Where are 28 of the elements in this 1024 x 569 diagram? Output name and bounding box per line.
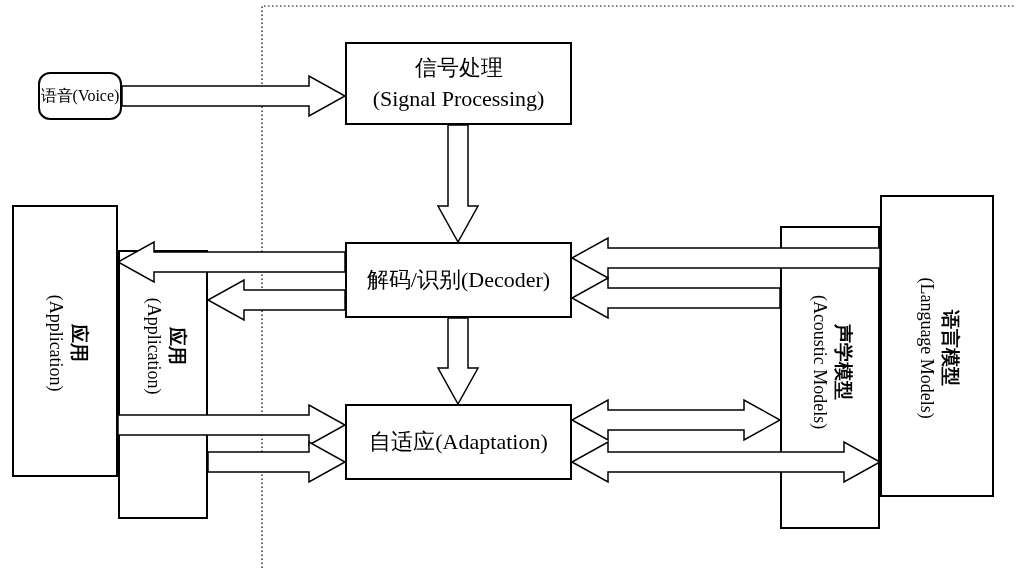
block-arrow bbox=[436, 124, 480, 244]
model-box bbox=[12, 205, 118, 477]
node-label: 语言模型 bbox=[939, 310, 963, 386]
node-label: (Application) bbox=[44, 294, 67, 392]
block-arrow bbox=[570, 236, 881, 280]
input-terminal bbox=[38, 72, 122, 120]
node-label: (Application) bbox=[142, 297, 165, 395]
block-arrow bbox=[570, 398, 782, 442]
process-box bbox=[345, 42, 572, 125]
node-label: 自适应(Adaptation) bbox=[369, 427, 548, 456]
node-label: (Acoustic Models) bbox=[809, 294, 832, 430]
process-box bbox=[345, 404, 572, 480]
block-arrow bbox=[570, 276, 781, 320]
model-box bbox=[880, 195, 994, 497]
process-box bbox=[345, 242, 572, 318]
node-label: 解码/识别(Decoder) bbox=[366, 265, 551, 294]
block-arrow bbox=[436, 317, 480, 406]
node-label: (Language Models) bbox=[916, 277, 939, 419]
block-arrow bbox=[121, 74, 347, 118]
node-label: 应用 bbox=[67, 324, 91, 362]
node-label: 声学模型 bbox=[832, 324, 856, 400]
node-label: (Signal Processing) bbox=[372, 84, 545, 113]
node-label: 语音(Voice) bbox=[40, 86, 120, 107]
block-arrow bbox=[207, 440, 347, 484]
block-arrow bbox=[570, 440, 882, 484]
node-label: 信号处理 bbox=[414, 54, 503, 83]
node-label: 应用 bbox=[165, 327, 189, 365]
block-arrow bbox=[206, 278, 346, 322]
